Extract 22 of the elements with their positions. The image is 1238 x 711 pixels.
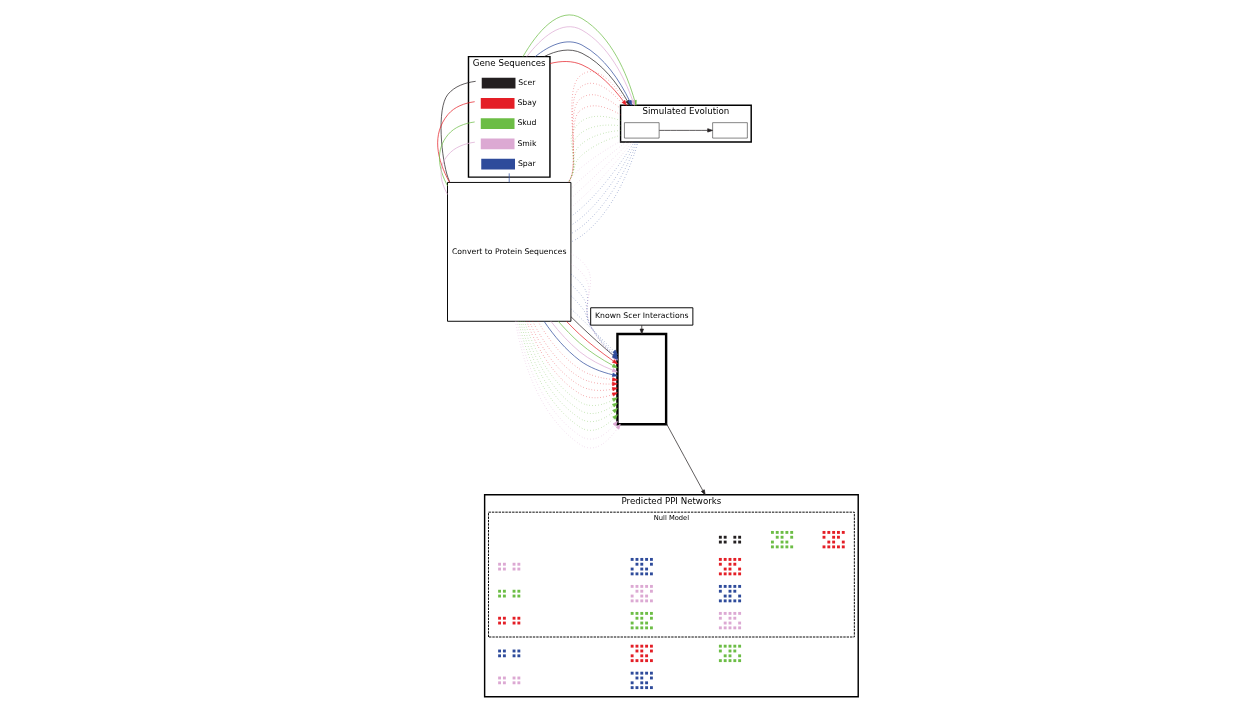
node-box [480,98,515,109]
node-box [480,138,515,150]
node-box [624,122,660,139]
node-box [481,158,515,170]
arrow [570,308,618,355]
node-box [480,118,515,129]
connector [508,173,510,183]
connector [440,141,476,195]
node-box [712,122,748,139]
connector [440,81,476,183]
arrow [639,324,644,335]
arrow [658,128,713,133]
arrow [665,422,706,496]
connector [568,82,625,183]
connector [439,121,476,187]
connector [570,141,631,199]
node-box [616,332,668,426]
connector [437,101,476,183]
cluster: Simulated Evolution [619,104,752,143]
arrow [549,61,627,106]
arrow [570,295,618,358]
node-box [481,77,516,89]
